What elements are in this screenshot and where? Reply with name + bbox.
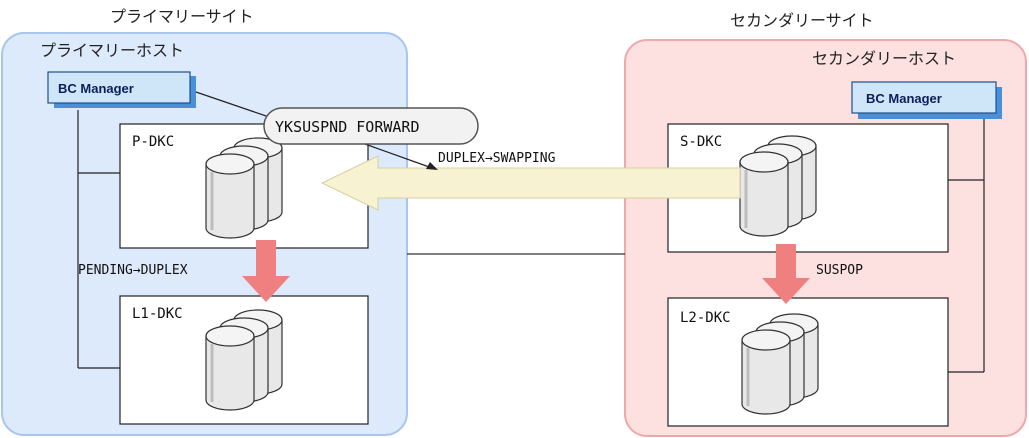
l2-dkc-label: L2-DKC — [680, 310, 731, 326]
l2-dkc-box: L2-DKC — [667, 297, 949, 427]
primary-bc-manager-label: BC Manager — [58, 81, 134, 96]
primary-site-title: プライマリーサイト — [110, 7, 254, 26]
secondary-bc-manager-button[interactable]: BC Manager — [851, 81, 1002, 119]
s-dkc-label: S-DKC — [680, 134, 722, 150]
primary-state-arrow — [242, 240, 290, 302]
primary-site: プライマリーサイト プライマリーホスト BC Manager P-DKC L1-… — [1, 7, 408, 436]
secondary-state-arrow — [762, 244, 810, 304]
primary-host-wire — [77, 110, 120, 369]
command-callout: YKSUSPND FORWARD — [263, 107, 479, 145]
secondary-host-label: セカンダリーホスト — [812, 49, 956, 68]
l1-dkc-label: L1-DKC — [132, 306, 183, 322]
copy-direction-label: DUPLEX→SWAPPING — [438, 151, 556, 166]
primary-bc-manager-button[interactable]: BC Manager — [47, 71, 196, 108]
command-callout-arrowhead — [426, 162, 438, 170]
secondary-site: セカンダリーサイト セカンダリーホスト BC Manager S-DKC L2-… — [624, 11, 1027, 437]
secondary-state-change-label: SUSPOP — [816, 263, 863, 278]
copy-direction-arrow — [320, 155, 741, 211]
l1-dkc-box: L1-DKC — [119, 295, 369, 425]
secondary-bc-manager-label: BC Manager — [866, 91, 942, 106]
command-callout-line — [195, 91, 273, 119]
secondary-site-title: セカンダリーサイト — [730, 11, 874, 30]
command-callout-pointer — [364, 143, 433, 169]
secondary-host-wire — [948, 114, 985, 373]
p-dkc-label: P-DKC — [132, 134, 174, 150]
command-label: YKSUSPND FORWARD — [275, 118, 420, 136]
primary-state-change-label: PENDING→DUPLEX — [78, 263, 188, 278]
primary-host-label: プライマリーホスト — [40, 41, 184, 60]
